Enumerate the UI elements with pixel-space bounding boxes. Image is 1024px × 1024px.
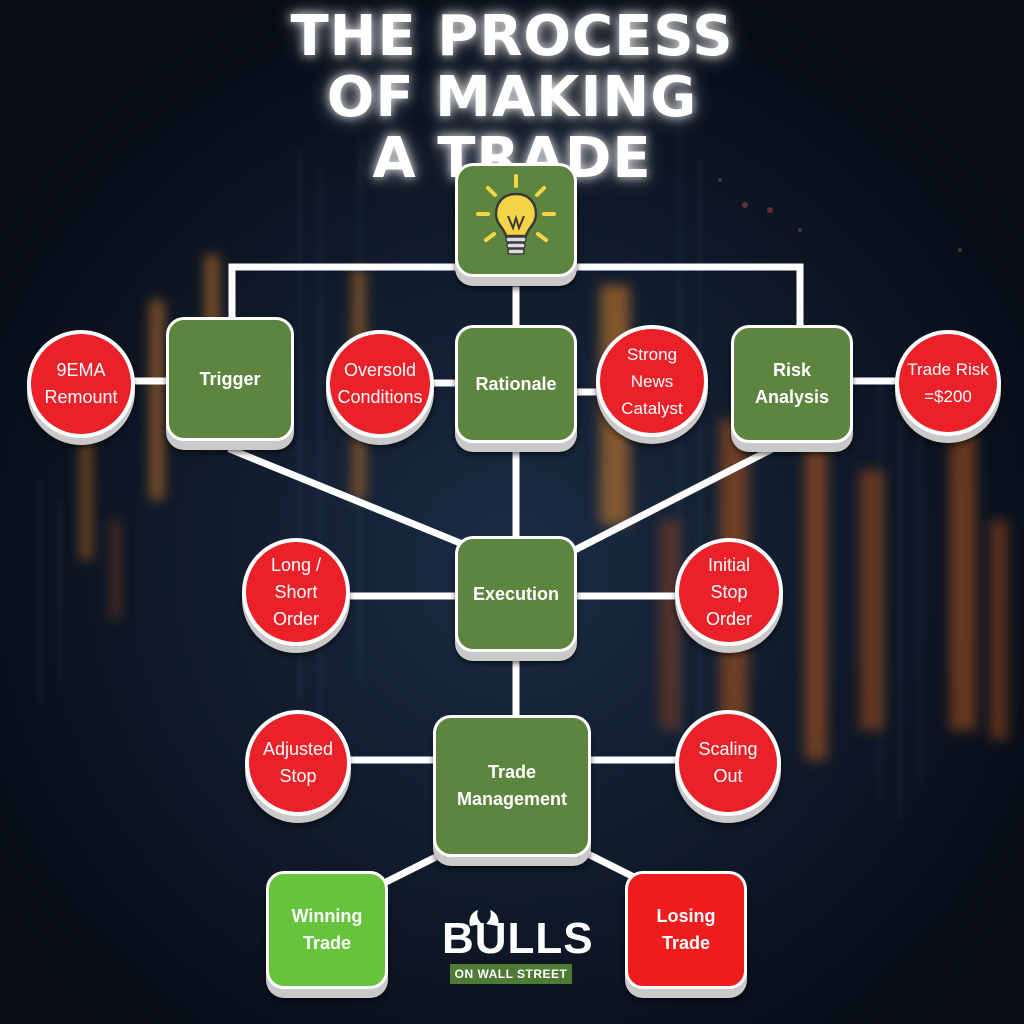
adjusted-stop-label: Adjusted Stop <box>262 739 334 786</box>
rationale-node: Rationale <box>455 325 577 443</box>
trigger-node: Trigger <box>166 317 294 441</box>
news-catalyst-circle: Strong News Catalyst <box>596 325 708 437</box>
trade-management-node: Trade Management <box>433 715 591 857</box>
long-short-order-label: Long / Short Order <box>270 554 322 629</box>
title-line-1: THE PROCESS <box>290 4 734 69</box>
risk-analysis-node: Risk Analysis <box>731 325 853 443</box>
logo-main-text: BULLS <box>442 914 594 963</box>
rationale-label: Rationale <box>475 373 557 394</box>
winning-trade-node: Winning Trade <box>266 871 388 989</box>
initial-stop-order-label: Initial Stop Order <box>705 554 752 629</box>
lightbulb-icon <box>476 174 556 255</box>
execution-label: Execution <box>472 583 560 604</box>
risk-analysis-label: Risk Analysis <box>754 360 830 407</box>
execution-node: Execution <box>455 536 577 652</box>
bulls-on-wall-street-logo: BULLS ON WALL STREET <box>442 910 594 992</box>
losing-trade-node: Losing Trade <box>625 871 747 989</box>
scaling-out-circle: Scaling Out <box>675 710 781 816</box>
idea-node <box>455 163 577 277</box>
trade-risk-circle: Trade Risk =$200 <box>895 330 1001 436</box>
trigger-label: Trigger <box>199 368 261 389</box>
news-catalyst-label: Strong News Catalyst <box>621 344 683 418</box>
title-line-2: OF MAKING <box>326 65 698 130</box>
long-short-order-circle: Long / Short Order <box>242 538 350 646</box>
page-title: THE PROCESS OF MAKING A TRADE <box>0 6 1024 189</box>
adjusted-stop-circle: Adjusted Stop <box>245 710 351 816</box>
trade-management-label: Trade Management <box>456 762 568 809</box>
trade-risk-label: Trade Risk =$200 <box>907 360 989 406</box>
scaling-out-label: Scaling Out <box>698 739 758 786</box>
oversold-conditions-circle: Oversold Conditions <box>326 330 434 438</box>
bull-horns-icon <box>469 910 499 926</box>
oversold-conditions-label: Oversold Conditions <box>337 360 423 407</box>
initial-stop-order-circle: Initial Stop Order <box>675 538 783 646</box>
logo-sub-text: ON WALL STREET <box>450 964 572 984</box>
ema-remount-circle: 9EMA Remount <box>27 330 135 438</box>
winning-trade-label: Winning Trade <box>291 906 363 953</box>
losing-trade-label: Losing Trade <box>656 906 716 953</box>
ema-remount-label: 9EMA Remount <box>44 360 118 407</box>
